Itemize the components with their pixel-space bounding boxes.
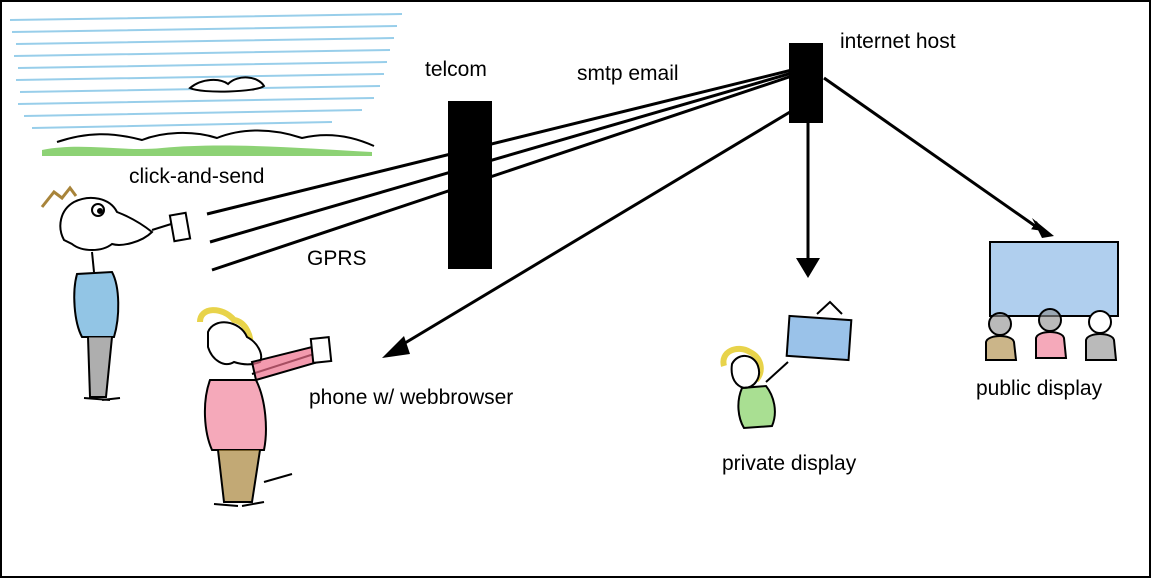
grass-hills (42, 129, 375, 156)
arrowhead-phone (382, 336, 410, 358)
click-and-send-label: click-and-send (129, 165, 265, 188)
internet-host-tower (789, 43, 823, 123)
arrows (395, 76, 1043, 349)
arrowhead-public (1032, 218, 1054, 238)
woman-phone-figure (197, 307, 333, 507)
internet-host-label: internet host (840, 30, 956, 53)
private-display-sketch (720, 300, 853, 430)
arrow-host-to-phone (395, 110, 791, 349)
line-gprs-to-host (211, 74, 793, 272)
gprs-label: GPRS (307, 247, 367, 270)
arrow-host-to-public (823, 76, 1043, 231)
line-click-to-host-1 (206, 68, 793, 216)
smtp-email-label: smtp email (577, 62, 679, 85)
landscape-sketch (9, 13, 403, 156)
private-display-label: private display (722, 452, 857, 475)
arrowhead-private (796, 258, 820, 278)
sky-scribble (9, 13, 403, 129)
connection-lines (206, 68, 793, 272)
man-sender-figure (40, 185, 192, 401)
public-display-sketch (985, 241, 1119, 361)
cloud (188, 76, 266, 93)
audience (985, 308, 1118, 361)
public-display-label: public display (976, 377, 1103, 400)
telcom-label: telcom (425, 58, 487, 81)
phone-webbrowser-label: phone w/ webbrowser (309, 386, 514, 409)
line-click-to-host-2 (209, 71, 793, 244)
